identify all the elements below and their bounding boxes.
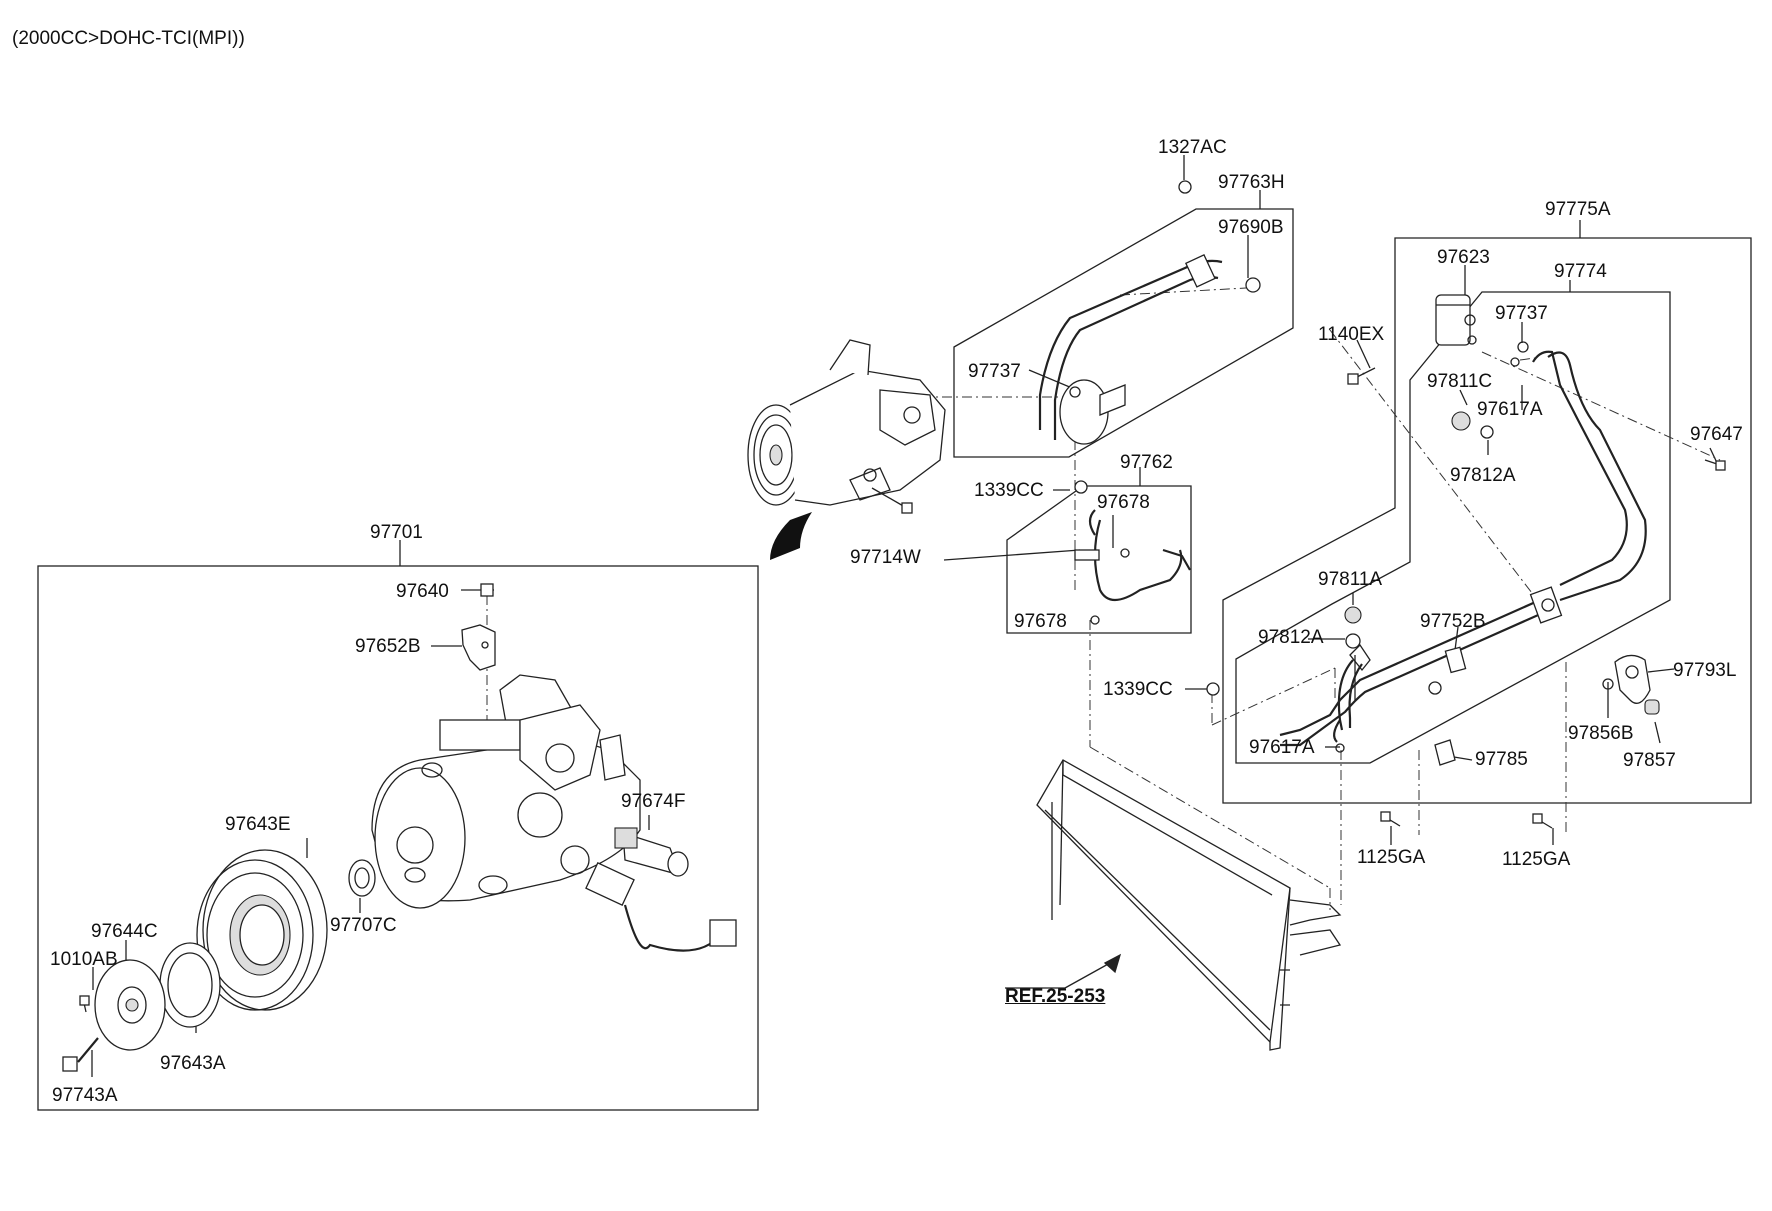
part-label-97707C[interactable]: 97707C — [330, 915, 397, 936]
connection-lines — [486, 287, 1721, 910]
part-label-97752B[interactable]: 97752B — [1420, 611, 1486, 632]
part-label-97674F[interactable]: 97674F — [621, 791, 686, 812]
part-label-97647[interactable]: 97647 — [1690, 424, 1743, 445]
part-label-97714W[interactable]: 97714W — [850, 547, 921, 568]
wiring-harness — [585, 861, 737, 952]
part-label-1327AC[interactable]: 1327AC — [1158, 137, 1227, 158]
group-box-97701 — [37, 565, 759, 1111]
part-label-97617A-lower[interactable]: 97617A — [1249, 737, 1315, 758]
part-label-97623[interactable]: 97623 — [1437, 247, 1490, 268]
part-label-97643A[interactable]: 97643A — [160, 1053, 226, 1074]
part-label-1010AB[interactable]: 1010AB — [50, 949, 118, 970]
discharge-pipe-97774 — [1279, 350, 1647, 747]
bracket-97785 — [1434, 739, 1456, 766]
part-label-97811A[interactable]: 97811A — [1318, 569, 1383, 590]
group-box-97774 — [1235, 291, 1671, 764]
seal-97707C — [348, 859, 376, 897]
bolt-97714W — [871, 487, 913, 514]
connector-pipe — [1333, 659, 1363, 743]
bracket-97652B — [461, 624, 496, 671]
o-rings — [1335, 341, 1529, 753]
part-label-1339CC-mid[interactable]: 1339CC — [1103, 679, 1173, 700]
part-label-97856B[interactable]: 97856B — [1568, 723, 1634, 744]
bolt-1010AB — [79, 995, 90, 1013]
leader-lines — [91, 155, 1719, 1077]
bolt-97743A — [62, 1037, 99, 1072]
bolt-97647 — [1704, 459, 1726, 471]
ref-arrow — [1005, 953, 1122, 989]
pressure-sensor-97752B — [1444, 646, 1467, 674]
group-box-97762 — [1006, 485, 1192, 634]
part-label-97743A[interactable]: 97743A — [52, 1085, 118, 1106]
part-label-97812A-upper[interactable]: 97812A — [1450, 465, 1516, 486]
part-label-97678-lower[interactable]: 97678 — [1014, 611, 1067, 632]
part-label-97775A[interactable]: 97775A — [1545, 199, 1611, 220]
part-label-97812A-lower[interactable]: 97812A — [1258, 627, 1324, 648]
pulley-97643E — [196, 849, 328, 1011]
part-label-1140EX[interactable]: 1140EX — [1318, 324, 1385, 345]
part-label-97811C[interactable]: 97811C — [1427, 371, 1493, 392]
part-label-97793L[interactable]: 97793L — [1673, 660, 1737, 681]
part-label-97678-upper[interactable]: 97678 — [1097, 492, 1150, 513]
reference-link[interactable]: REF.25-253 — [1005, 986, 1106, 1007]
liquid-hose-97762 — [1074, 509, 1191, 625]
part-label-97785[interactable]: 97785 — [1475, 749, 1528, 770]
part-label-97774[interactable]: 97774 — [1554, 261, 1607, 282]
group-box-97775A — [1222, 237, 1752, 804]
shim-97643A — [159, 942, 221, 1028]
part-label-97617A-upper[interactable]: 97617A — [1477, 399, 1543, 420]
screw-97640 — [480, 583, 494, 597]
part-label-1125GA-left[interactable]: 1125GA — [1357, 847, 1426, 868]
suction-hose — [1038, 180, 1261, 445]
part-label-97737-upper[interactable]: 97737 — [968, 361, 1021, 382]
part-label-97652B[interactable]: 97652B — [355, 636, 421, 657]
compressor-assembly-small — [747, 339, 946, 560]
part-label-97762[interactable]: 97762 — [1120, 452, 1173, 473]
nut-1339CC-mid — [1206, 682, 1220, 696]
part-label-97643E[interactable]: 97643E — [225, 814, 291, 835]
clutch-hub-97644C — [94, 959, 166, 1051]
pressure-switch-97674F — [614, 827, 689, 877]
compressor-main — [371, 674, 641, 909]
bolt-1140EX — [1347, 367, 1376, 385]
condenser-assembly — [1036, 759, 1342, 1051]
group-box-97763H — [953, 208, 1294, 458]
part-label-1125GA-right[interactable]: 1125GA — [1502, 849, 1571, 870]
expansion-valve-97623 — [1435, 294, 1477, 346]
part-label-97763H[interactable]: 97763H — [1218, 172, 1285, 193]
part-label-97644C[interactable]: 97644C — [91, 921, 158, 942]
part-label-97690B[interactable]: 97690B — [1218, 217, 1284, 238]
bolts-1125GA — [1380, 811, 1553, 829]
clamp-97793L — [1602, 654, 1660, 715]
part-label-97640[interactable]: 97640 — [396, 581, 449, 602]
part-label-97857[interactable]: 97857 — [1623, 750, 1676, 771]
nut-1339CC-top — [1074, 480, 1088, 494]
part-label-97737-right[interactable]: 97737 — [1495, 303, 1548, 324]
part-label-1339CC-top[interactable]: 1339CC — [974, 480, 1044, 501]
engine-spec-header: (2000CC>DOHC-TCI(MPI)) — [12, 28, 245, 49]
part-label-97701[interactable]: 97701 — [370, 522, 423, 543]
